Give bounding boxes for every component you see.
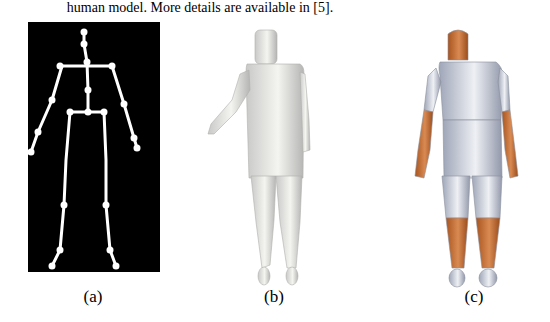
subfigure-label: (c) — [465, 287, 484, 307]
skeleton-panel — [28, 22, 161, 272]
subfigure-label: (a) — [84, 287, 103, 307]
subfigure-label: (b) — [264, 287, 284, 307]
mannequin-coloured — [415, 30, 518, 287]
running-text: human model. More details are available … — [67, 0, 333, 16]
mannequin-grey — [208, 30, 310, 285]
